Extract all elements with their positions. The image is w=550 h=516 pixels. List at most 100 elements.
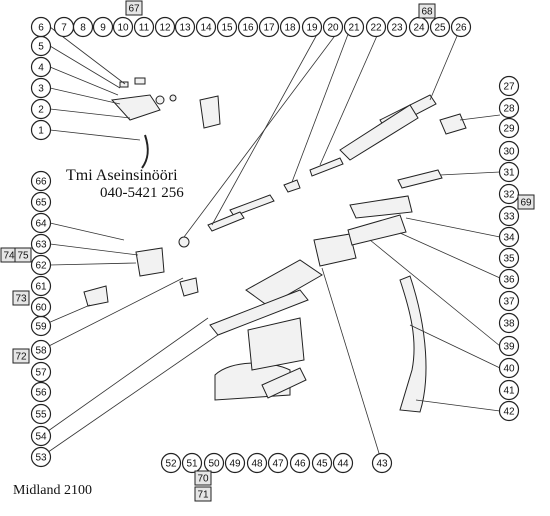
callout-46: 46	[289, 452, 311, 474]
box-callout-71: 71	[194, 486, 212, 502]
shop-phone: 040-5421 256	[100, 185, 184, 201]
box-callout-75: 75	[14, 247, 32, 263]
callout-3: 3	[30, 77, 52, 99]
callout-circle	[498, 268, 520, 290]
callout-6: 6	[30, 16, 52, 38]
callout-number: 13	[179, 23, 191, 34]
callout-22: 22	[365, 16, 387, 38]
callout-circle	[498, 183, 520, 205]
callout-circle	[498, 75, 520, 97]
callout-number: 60	[35, 303, 47, 314]
callout-number: 29	[503, 124, 515, 135]
callout-number: 36	[503, 275, 515, 286]
callout-circle	[289, 452, 311, 474]
callout-number: 27	[503, 82, 515, 93]
callout-36: 36	[498, 268, 520, 290]
callout-7: 7	[53, 16, 75, 38]
shop-name: Tmi Aseinsinööri	[66, 167, 178, 184]
callout-43: 43	[371, 452, 393, 474]
callout-32: 32	[498, 183, 520, 205]
callout-box	[12, 348, 30, 364]
callout-number: 10	[117, 23, 129, 34]
callout-15: 15	[216, 16, 238, 38]
callout-44: 44	[332, 452, 354, 474]
callout-circle	[30, 77, 52, 99]
callout-number: 6	[38, 23, 44, 34]
callout-circle	[498, 312, 520, 334]
callout-number: 7	[61, 23, 67, 34]
callout-13: 13	[174, 16, 196, 38]
callout-circle	[498, 379, 520, 401]
callout-box	[12, 290, 30, 306]
callout-number: 31	[503, 168, 515, 179]
callout-number: 22	[370, 23, 382, 34]
callout-25: 25	[429, 16, 451, 38]
callout-circle	[112, 16, 134, 38]
box-callout-number: 69	[520, 198, 532, 209]
callout-circle	[498, 140, 520, 162]
callout-circle	[30, 191, 52, 213]
callout-circle	[30, 56, 52, 78]
callout-47: 47	[267, 452, 289, 474]
callout-number: 48	[251, 459, 263, 470]
callout-number: 32	[503, 190, 515, 201]
callout-57: 57	[30, 361, 52, 383]
callout-circle	[30, 339, 52, 361]
callout-number: 17	[263, 23, 275, 34]
callout-circle	[450, 16, 472, 38]
callout-55: 55	[30, 403, 52, 425]
callout-number: 52	[165, 459, 177, 470]
rifle-parts-drawing	[83, 77, 467, 413]
model-label: Midland 2100	[13, 483, 92, 498]
callout-number: 64	[35, 219, 47, 230]
callout-circle	[279, 16, 301, 38]
callout-29: 29	[498, 117, 520, 139]
box-callout-number: 75	[17, 251, 29, 262]
callout-62: 62	[30, 254, 52, 276]
callout-18: 18	[279, 16, 301, 38]
callout-number: 57	[35, 368, 47, 379]
callout-number: 55	[35, 410, 47, 421]
callout-number: 14	[200, 23, 212, 34]
callout-number: 62	[35, 261, 47, 272]
callout-number: 3	[38, 84, 44, 95]
callout-39: 39	[498, 335, 520, 357]
callout-circle	[30, 381, 52, 403]
callout-circle	[498, 161, 520, 183]
callout-number: 56	[35, 388, 47, 399]
callout-circle	[332, 452, 354, 474]
callout-number: 43	[376, 459, 388, 470]
box-callout-68: 68	[418, 3, 436, 19]
callout-number: 54	[35, 432, 47, 443]
callout-4: 4	[30, 56, 52, 78]
box-callout-number: 74	[3, 251, 15, 262]
callout-14: 14	[195, 16, 217, 38]
callout-circle	[371, 452, 393, 474]
callout-number: 45	[316, 459, 328, 470]
callout-number: 42	[503, 407, 515, 418]
callout-11: 11	[133, 16, 155, 38]
callout-49: 49	[224, 452, 246, 474]
callout-60: 60	[30, 296, 52, 318]
callout-circle	[311, 452, 333, 474]
callout-circle	[498, 247, 520, 269]
callout-number: 65	[35, 198, 47, 209]
callout-number: 61	[35, 282, 47, 293]
callout-number: 25	[434, 23, 446, 34]
callout-circle	[195, 16, 217, 38]
callout-21: 21	[343, 16, 365, 38]
callout-number: 19	[306, 23, 318, 34]
callout-28: 28	[498, 97, 520, 119]
callout-circle	[258, 16, 280, 38]
callout-59: 59	[30, 315, 52, 337]
callout-number: 58	[35, 346, 47, 357]
callout-box	[125, 0, 143, 16]
box-callout-73: 73	[12, 290, 30, 306]
box-callout-70: 70	[194, 470, 212, 486]
callout-circle	[498, 205, 520, 227]
callout-19: 19	[301, 16, 323, 38]
callout-circle	[429, 16, 451, 38]
box-callout-number: 67	[128, 4, 140, 15]
callout-circle	[30, 403, 52, 425]
